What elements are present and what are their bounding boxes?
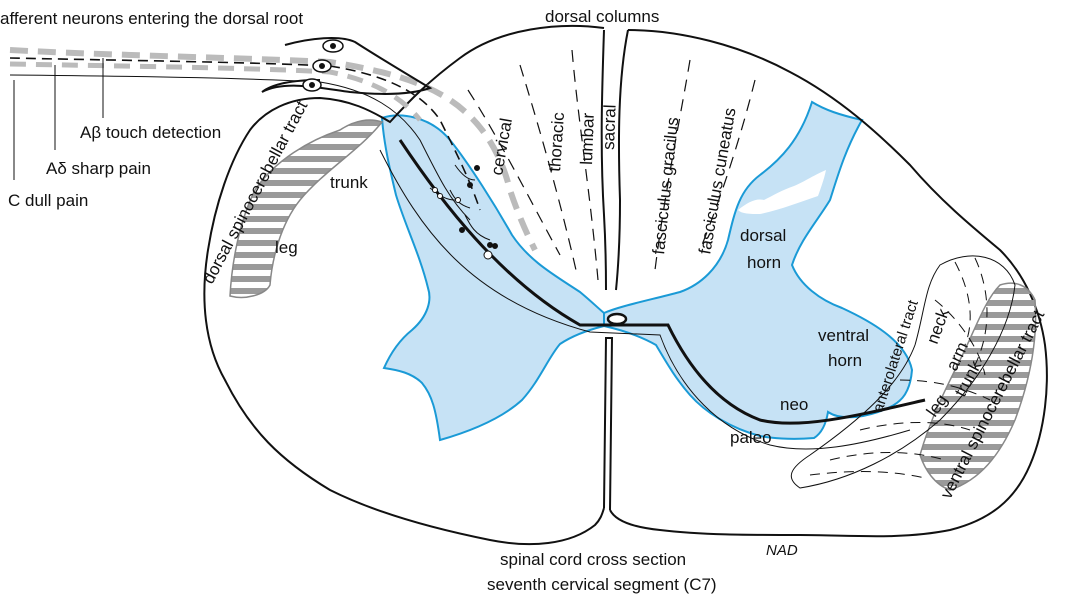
- author-signature: NAD: [766, 542, 798, 559]
- caption-line-2: seventh cervical segment (C7): [487, 575, 717, 594]
- c-fiber-label: C dull pain: [8, 191, 88, 210]
- afferent-label: afferent neurons entering the dorsal roo…: [0, 9, 303, 28]
- neck-label: neck: [923, 306, 953, 347]
- ventral-horn-label-1: ventral: [818, 326, 869, 345]
- adelta-label: Aδ sharp pain: [46, 159, 151, 178]
- trunk-left-label: trunk: [330, 173, 368, 192]
- ventral-horn-label-2: horn: [828, 351, 862, 370]
- thoracic-label: thoracic: [545, 111, 568, 172]
- gray-matter: [382, 102, 912, 440]
- dorsal-horn-label-2: horn: [747, 253, 781, 272]
- dorsal-septum: [602, 30, 606, 290]
- ventral-fissure: [604, 338, 612, 510]
- central-canal: [608, 314, 626, 324]
- leg-left-label: leg: [275, 238, 298, 257]
- fasciculus-gracilus-label: fasciculus gracilus: [649, 116, 682, 255]
- neo-label: neo: [780, 395, 808, 414]
- cord-outline: [204, 26, 1047, 544]
- dorsal-septum-right: [616, 30, 628, 290]
- ganglion-cells: [303, 40, 343, 91]
- abeta-label: Aβ touch detection: [80, 123, 221, 142]
- paleo-label: paleo: [730, 428, 772, 447]
- lumbar-label: lumbar: [577, 112, 598, 165]
- cervical-label: cervical: [487, 117, 516, 177]
- sacral-label: sacral: [599, 104, 620, 150]
- dorsal-columns-label: dorsal columns: [545, 7, 659, 26]
- caption-line-1: spinal cord cross section: [500, 550, 686, 569]
- dorsal-horn-label-1: dorsal: [740, 226, 786, 245]
